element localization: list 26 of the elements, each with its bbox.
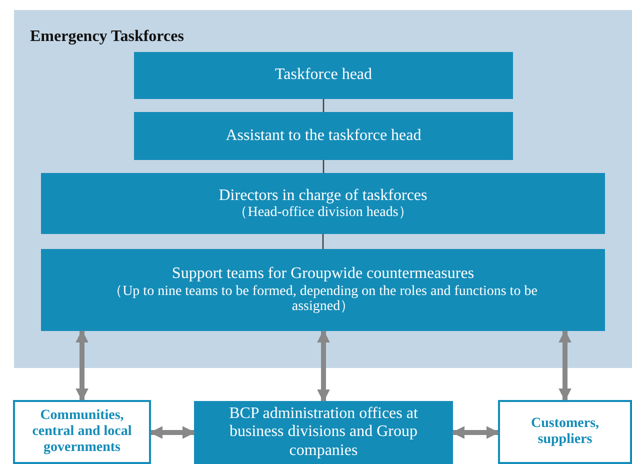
stakeholder-box — [498, 400, 632, 464]
double-arrow — [76, 330, 88, 402]
double-arrow — [452, 426, 500, 439]
box-title: Communities, central and local governments — [31, 408, 133, 456]
connector-line — [322, 99, 324, 112]
box-title: Taskforce head — [274, 66, 372, 85]
stakeholder-box — [13, 400, 151, 464]
box-title: Directors in charge of taskforces — [218, 186, 428, 205]
org-box — [41, 173, 605, 234]
box-subtitle: （Up to nine teams to be formed, depending on the roles and functions to be assigned） — [108, 284, 538, 315]
org-box — [41, 249, 605, 331]
connector-line — [322, 234, 324, 249]
box-title: Support teams for Groupwide countermeasures — [172, 265, 474, 284]
box-subtitle: （Head-office division heads） — [232, 205, 414, 220]
box-title: BCP administration offices at business divisions and Group companies — [228, 404, 419, 460]
box-title: Assistant to the taskforce head — [226, 126, 422, 146]
box-title: Customers, suppliers — [530, 416, 600, 448]
org-box — [134, 52, 513, 99]
org-box — [134, 112, 513, 160]
double-arrow — [317, 330, 330, 402]
org-box — [194, 401, 453, 464]
double-arrow — [150, 426, 196, 439]
double-arrow — [558, 330, 572, 402]
panel-title: Emergency Taskforces — [30, 28, 184, 46]
connector-line — [322, 160, 324, 173]
taskforce-panel — [14, 10, 632, 368]
